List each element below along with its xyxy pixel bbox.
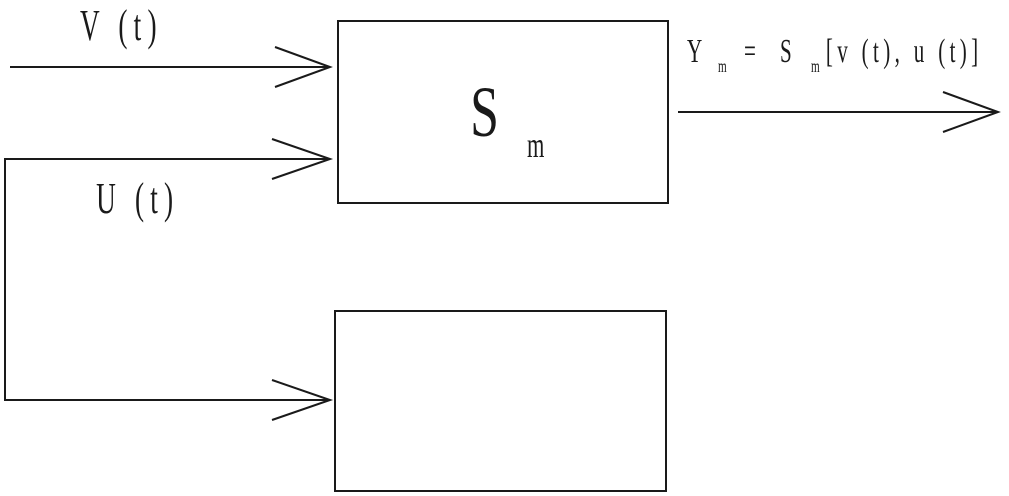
u-input-arrowhead-upper <box>271 138 334 180</box>
output-operator-subscript: m <box>811 58 820 77</box>
u-input-label: U (t) <box>96 173 179 222</box>
output-arrowhead <box>942 91 1001 133</box>
u-input-arrowhead-lower <box>271 379 334 421</box>
output-equals: = <box>744 33 760 70</box>
output-subscript: m <box>718 58 727 77</box>
output-arguments: [v (t), u (t)] <box>826 33 983 70</box>
model-block-symbol: S <box>470 72 499 152</box>
model-block <box>337 20 669 204</box>
output-symbol: Y <box>687 33 707 70</box>
model-block-subscript: m <box>527 126 544 166</box>
output-operator: S <box>780 33 796 70</box>
v-input-arrowhead <box>274 46 333 88</box>
v-input-label: V (t) <box>80 0 163 49</box>
plant-block <box>334 310 667 492</box>
output-equation: Y m = S m [v (t), u (t)] <box>687 33 983 77</box>
u-input-wire <box>4 158 330 401</box>
